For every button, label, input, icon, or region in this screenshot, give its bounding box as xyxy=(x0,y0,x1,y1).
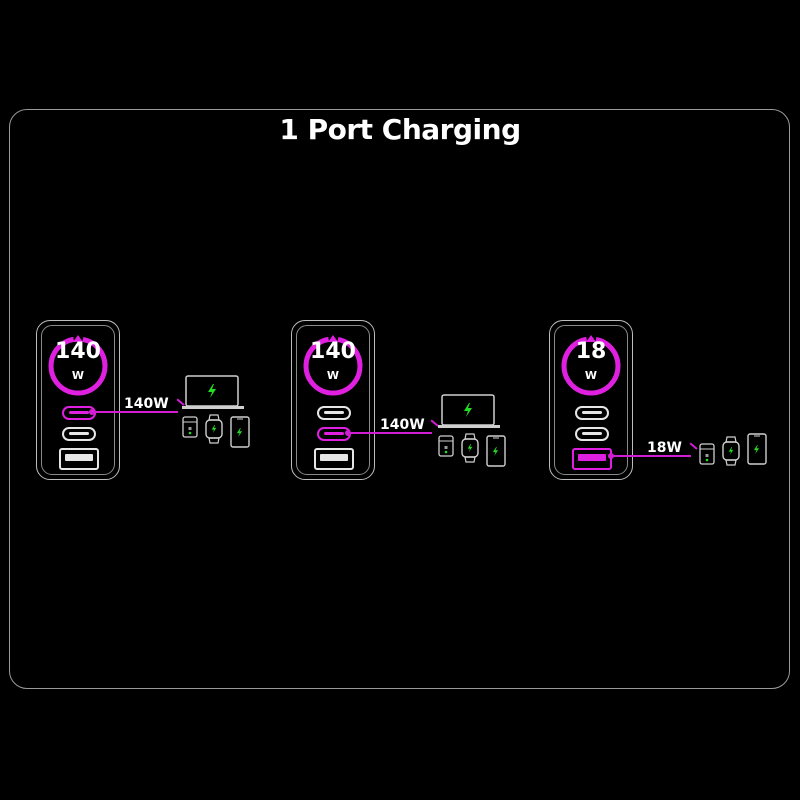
connection-line xyxy=(608,442,698,459)
display-unit: W xyxy=(584,369,598,382)
usb-c-port-1 xyxy=(317,406,351,420)
usb-a-port xyxy=(314,448,354,470)
charger-inner-outline xyxy=(554,325,628,475)
usb-a-port xyxy=(572,448,612,470)
usb-c-port-2 xyxy=(62,427,96,441)
charger-inner-outline xyxy=(296,325,370,475)
charger: 140 W xyxy=(291,320,375,480)
display-value: 18 xyxy=(575,339,607,364)
connection-line xyxy=(345,419,439,436)
smartphone-icon xyxy=(486,435,506,467)
display-unit: W xyxy=(71,369,85,382)
wire-label: 18W xyxy=(647,440,682,456)
display-unit: W xyxy=(326,369,340,382)
display-value: 140 xyxy=(55,339,101,364)
earbuds-case-icon xyxy=(699,443,715,465)
earbuds-case-icon xyxy=(182,416,198,438)
earbuds-case-icon xyxy=(438,435,454,457)
usb-c-port-1 xyxy=(575,406,609,420)
usb-c-port-1 xyxy=(62,406,96,420)
diagram-frame xyxy=(9,109,790,689)
charger: 18 W xyxy=(549,320,633,480)
smartwatch-icon xyxy=(461,433,479,463)
smartwatch-icon xyxy=(205,414,223,444)
smartphone-icon xyxy=(747,432,767,466)
page-title: 1 Port Charging xyxy=(279,113,521,146)
smartwatch-icon xyxy=(722,436,740,466)
smartphone-icon xyxy=(230,416,250,448)
usb-a-port xyxy=(59,448,99,470)
charger-inner-outline xyxy=(41,325,115,475)
laptop-icon xyxy=(182,375,244,411)
display-value: 140 xyxy=(310,339,356,364)
usb-c-port-2 xyxy=(575,427,609,441)
charger: 140 W xyxy=(36,320,120,480)
laptop-icon xyxy=(438,394,500,430)
wire-label: 140W xyxy=(124,396,169,412)
connection-line xyxy=(89,398,185,415)
wire-label: 140W xyxy=(380,417,425,433)
